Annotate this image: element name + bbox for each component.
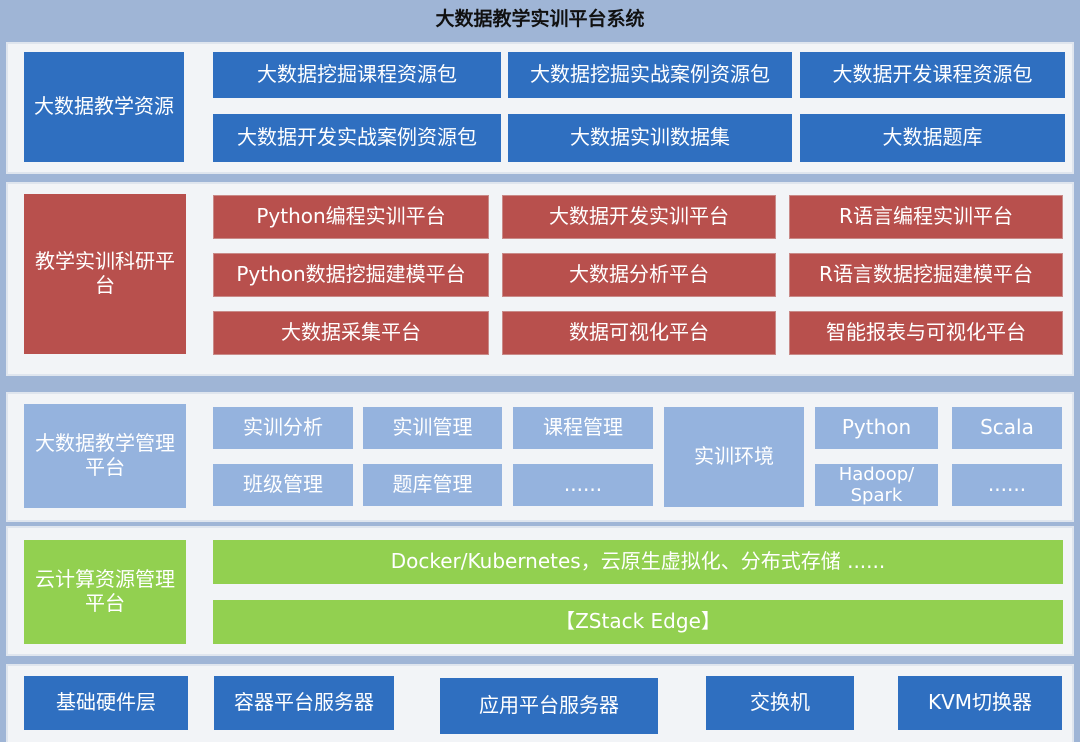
platform-box: Python编程实训平台 <box>213 195 489 239</box>
zstack-edge-box: 【ZStack Edge】 <box>213 600 1063 644</box>
resource-box: 大数据挖掘实战案例资源包 <box>508 52 792 98</box>
layer-label-cloud: 云计算资源管理平台 <box>24 540 186 644</box>
platform-box: R语言编程实训平台 <box>789 195 1063 239</box>
management-box: 实训分析 <box>213 407 353 449</box>
management-box: 课程管理 <box>513 407 653 449</box>
platform-box: 大数据开发实训平台 <box>502 195 776 239</box>
platform-box: Python数据挖掘建模平台 <box>213 253 489 297</box>
env-item-box: Scala <box>952 407 1062 449</box>
layer-label-resources: 大数据教学资源 <box>24 52 184 162</box>
kvm-switch-box: KVM切换器 <box>898 676 1062 730</box>
layer-label-management: 大数据教学管理平台 <box>24 404 186 508</box>
app-server-box: 应用平台服务器 <box>440 678 658 734</box>
management-box: ...... <box>513 464 653 506</box>
switch-box: 交换机 <box>706 676 854 730</box>
management-box: 实训管理 <box>363 407 502 449</box>
platform-box: 智能报表与可视化平台 <box>789 311 1063 355</box>
resource-box: 大数据题库 <box>800 114 1065 162</box>
env-item-box: Python <box>815 407 938 449</box>
container-server-box: 容器平台服务器 <box>214 676 394 730</box>
management-box: 班级管理 <box>213 464 353 506</box>
env-item-box: Hadoop/ Spark <box>815 464 938 506</box>
platform-box: 大数据分析平台 <box>502 253 776 297</box>
training-environment-box: 实训环境 <box>664 407 804 507</box>
resource-box: 大数据实训数据集 <box>508 114 792 162</box>
resource-box: 大数据开发课程资源包 <box>800 52 1065 98</box>
env-item-box: ...... <box>952 464 1062 506</box>
hardware-layer-label: 基础硬件层 <box>24 676 188 730</box>
platform-box: 数据可视化平台 <box>502 311 776 355</box>
layer-label-research: 教学实训科研平台 <box>24 194 186 354</box>
resource-box: 大数据开发实战案例资源包 <box>213 114 501 162</box>
cloud-tech-box: Docker/Kubernetes，云原生虚拟化、分布式存储 ...... <box>213 540 1063 584</box>
platform-box: R语言数据挖掘建模平台 <box>789 253 1063 297</box>
diagram-title: 大数据教学实训平台系统 <box>435 8 645 30</box>
management-box: 题库管理 <box>363 464 502 506</box>
resource-box: 大数据挖掘课程资源包 <box>213 52 501 98</box>
platform-box: 大数据采集平台 <box>213 311 489 355</box>
